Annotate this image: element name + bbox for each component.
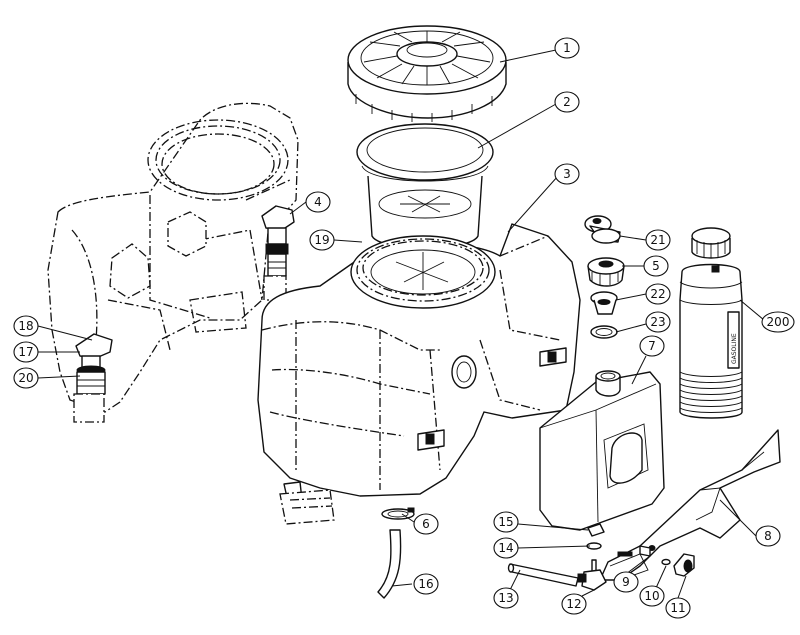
callout-200-text: 200 bbox=[767, 315, 790, 329]
cap-part-21 bbox=[584, 215, 621, 244]
callout-19: 19 bbox=[309, 229, 335, 251]
callout-22-text: 22 bbox=[650, 287, 665, 301]
screw-part-9 bbox=[639, 545, 651, 557]
callout-7-text: 7 bbox=[648, 339, 656, 353]
callout-20-text: 20 bbox=[18, 371, 33, 385]
left-tank-phantom bbox=[47, 102, 299, 413]
tank-cap-part-1 bbox=[347, 25, 507, 122]
callout-3: 3 bbox=[554, 163, 580, 185]
knob-part-11 bbox=[673, 553, 695, 577]
callout-14-text: 14 bbox=[498, 541, 513, 555]
main-tank-part-3 bbox=[257, 223, 581, 525]
callout-23: 23 bbox=[645, 311, 671, 333]
callout-5-text: 5 bbox=[652, 259, 660, 273]
fuel-can-part-7 bbox=[539, 370, 665, 531]
gasket-part-23 bbox=[590, 325, 618, 339]
callout-18: 18 bbox=[13, 315, 39, 337]
callout-10: 10 bbox=[639, 585, 665, 607]
hose-part-13 bbox=[507, 563, 579, 587]
callout-15-text: 15 bbox=[498, 515, 513, 529]
callout-22: 22 bbox=[645, 283, 671, 305]
strainer-part-2 bbox=[356, 123, 494, 249]
strainer-part-22 bbox=[590, 291, 618, 315]
callout-8-text: 8 bbox=[764, 529, 772, 543]
callout-20: 20 bbox=[13, 367, 39, 389]
callout-4-text: 4 bbox=[314, 195, 322, 209]
callout-17-text: 17 bbox=[18, 345, 33, 359]
callout-200: 200 bbox=[761, 311, 795, 333]
callout-13-text: 13 bbox=[498, 591, 513, 605]
callout-3-text: 3 bbox=[563, 167, 571, 181]
callout-13: 13 bbox=[493, 587, 519, 609]
bottle-label-text: GASOLINE bbox=[731, 333, 738, 364]
callout-11-text: 11 bbox=[670, 601, 685, 615]
callout-19-text: 19 bbox=[314, 233, 329, 247]
callout-4: 4 bbox=[305, 191, 331, 213]
fuel-cock-part-12 bbox=[577, 559, 607, 591]
fuel-valve-part-4 bbox=[261, 205, 295, 301]
valve-assembly-parts-17-18-20 bbox=[73, 333, 113, 423]
callout-18-text: 18 bbox=[18, 319, 33, 333]
callout-15: 15 bbox=[493, 511, 519, 533]
nut-part-15 bbox=[587, 523, 605, 537]
callout-2: 2 bbox=[554, 91, 580, 113]
callout-11: 11 bbox=[665, 597, 691, 619]
callout-14: 14 bbox=[493, 537, 519, 559]
callout-9-text: 9 bbox=[622, 575, 630, 589]
callout-2-text: 2 bbox=[563, 95, 571, 109]
callout-8: 8 bbox=[755, 525, 781, 547]
callout-10-text: 10 bbox=[644, 589, 659, 603]
cap-part-5 bbox=[587, 257, 625, 287]
callout-5: 5 bbox=[643, 255, 669, 277]
callout-6: 6 bbox=[413, 513, 439, 535]
washer-part-10 bbox=[661, 558, 671, 566]
callout-16: 16 bbox=[413, 573, 439, 595]
leader-lines bbox=[37, 49, 765, 599]
clamp-part-6 bbox=[381, 507, 415, 520]
fuel-bottle-part-200: GASOLINE bbox=[679, 227, 743, 419]
hose-part-16 bbox=[377, 529, 402, 599]
callout-6-text: 6 bbox=[422, 517, 430, 531]
callout-21: 21 bbox=[645, 229, 671, 251]
callout-12-text: 12 bbox=[566, 597, 581, 611]
callout-1: 1 bbox=[554, 37, 580, 59]
callout-9: 9 bbox=[613, 571, 639, 593]
callout-23-text: 23 bbox=[650, 315, 665, 329]
callout-17: 17 bbox=[13, 341, 39, 363]
callout-1-text: 1 bbox=[563, 41, 571, 55]
callout-7: 7 bbox=[639, 335, 665, 357]
callout-16-text: 16 bbox=[418, 577, 433, 591]
callout-21-text: 21 bbox=[650, 233, 665, 247]
callout-12: 12 bbox=[561, 593, 587, 615]
